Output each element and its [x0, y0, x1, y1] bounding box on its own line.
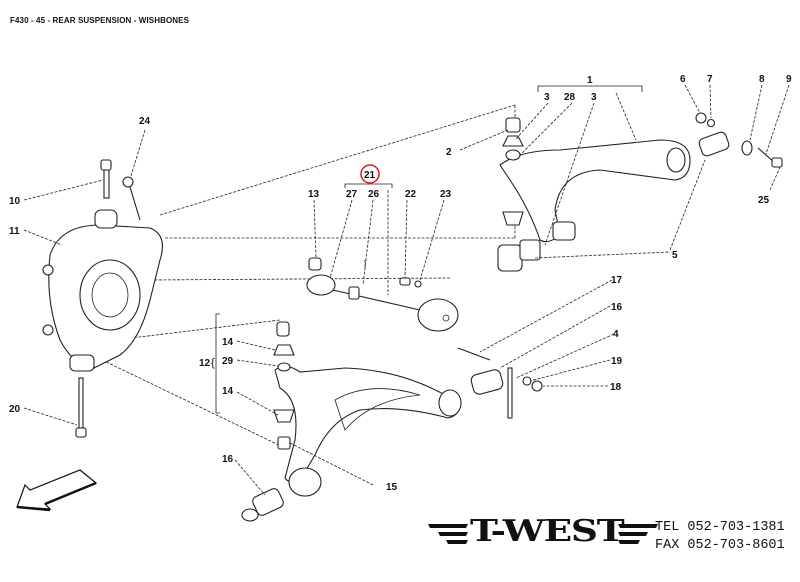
callout-12[interactable]: 12: [199, 358, 211, 369]
callout-1[interactable]: 1: [587, 75, 593, 86]
callout-14a[interactable]: 14: [222, 337, 234, 348]
callout-2[interactable]: 2: [446, 147, 452, 158]
callout-27[interactable]: 27: [346, 189, 358, 200]
callout-28[interactable]: 28: [564, 92, 576, 103]
callout-7[interactable]: 7: [707, 74, 713, 85]
upper-outer-joint-parts[interactable]: [695, 112, 783, 168]
callout-19[interactable]: 19: [611, 356, 623, 367]
bolt-20-part[interactable]: [75, 377, 87, 438]
lower-bush-parts[interactable]: [273, 321, 295, 450]
lower-rear-joint-parts[interactable]: [457, 347, 543, 419]
callout-16b[interactable]: 16: [222, 454, 234, 465]
callout-6[interactable]: 6: [680, 74, 686, 85]
leader-lines: [23, 84, 790, 496]
upper-wishbone-part[interactable]: [497, 139, 691, 272]
hub-carrier-part[interactable]: [42, 209, 163, 372]
callout-10[interactable]: 10: [9, 196, 21, 207]
callout-21[interactable]: 21: [364, 170, 376, 181]
bolt-24-part[interactable]: [122, 176, 141, 221]
t-west-logo: [428, 524, 658, 544]
arrow-shadow: [16, 481, 97, 512]
fax-number: FAX 052-703-8601: [655, 538, 785, 553]
group-bracket-21: [344, 183, 393, 188]
toe-link-part[interactable]: [306, 257, 459, 332]
callout-5[interactable]: 5: [672, 250, 678, 261]
callout-22[interactable]: 22: [405, 189, 417, 200]
callout-18[interactable]: 18: [610, 382, 622, 393]
callout-26[interactable]: 26: [368, 189, 380, 200]
callout-14b[interactable]: 14: [222, 386, 234, 397]
diagram-title: F430 - 45 - REAR SUSPENSION - WISHBONES: [10, 16, 190, 25]
lower-front-bush-part[interactable]: [241, 487, 285, 522]
front-direction-arrow-icon: [16, 469, 98, 510]
callout-13[interactable]: 13: [308, 189, 320, 200]
bolt-10-part[interactable]: [100, 159, 112, 199]
callout-20[interactable]: 20: [9, 404, 21, 415]
callout-23[interactable]: 23: [440, 189, 452, 200]
lower-wishbone-part[interactable]: [274, 365, 462, 497]
callout-15[interactable]: 15: [386, 482, 398, 493]
callout-8[interactable]: 8: [759, 74, 765, 85]
group-bracket-1: [537, 85, 643, 92]
logo-wings-icon: [428, 524, 658, 544]
callout-17[interactable]: 17: [611, 275, 623, 286]
callout-24[interactable]: 24: [139, 116, 151, 127]
telephone-number: TEL 052-703-1381: [655, 520, 785, 535]
callout-3b[interactable]: 3: [591, 92, 597, 103]
callout-4[interactable]: 4: [613, 329, 619, 340]
callout-3a[interactable]: 3: [544, 92, 550, 103]
callout-16a[interactable]: 16: [611, 302, 623, 313]
callout-labels: 1 2 3 28 3 6 7 8 9 25 5 24 10 11 21 13 2…: [9, 74, 792, 493]
callout-29[interactable]: 29: [222, 356, 234, 367]
t-west-logo-text: T-WEST: [470, 514, 625, 549]
callout-9[interactable]: 9: [786, 74, 792, 85]
callout-25[interactable]: 25: [758, 195, 770, 206]
highlight-circle-21: [360, 164, 380, 184]
group-bracket-12: [215, 313, 220, 414]
callout-11[interactable]: 11: [9, 226, 20, 237]
bracket-brace-12: {: [211, 357, 215, 369]
